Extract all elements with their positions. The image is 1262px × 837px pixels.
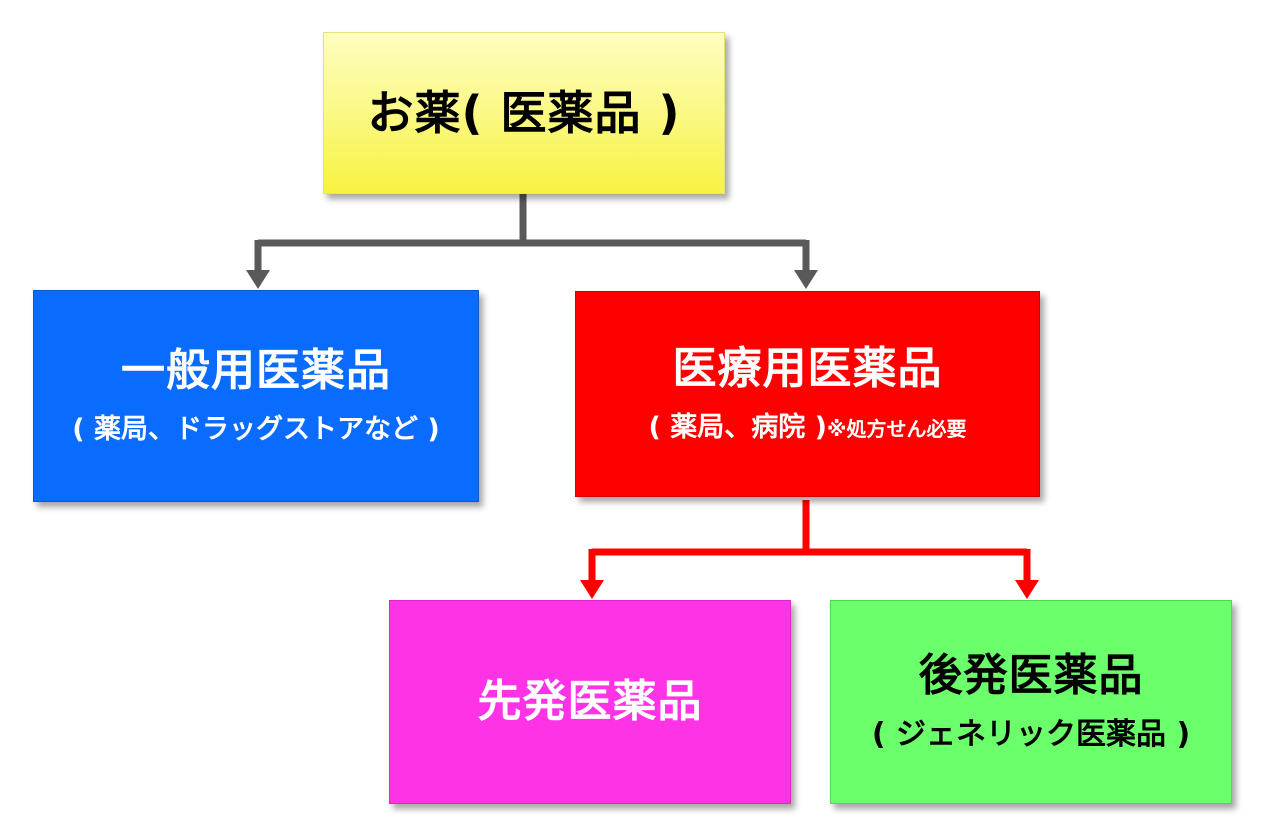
prescription-title: 医療用医薬品 — [672, 342, 943, 394]
generic-subtitle: ( ジェネリック医薬品 ) — [871, 717, 1191, 753]
arrow-head-otc — [246, 270, 270, 289]
prescription-subtitle-line: ( 薬局、病院 )※処方せん必要 — [649, 412, 967, 444]
brand-title: 先発医薬品 — [477, 675, 703, 727]
generic-title: 後発医薬品 — [918, 649, 1144, 701]
arrow-head-generic — [1015, 580, 1039, 599]
otc-box: 一般用医薬品 ( 薬局、ドラッグストアなど ) — [33, 290, 479, 502]
root-connector — [254, 194, 810, 272]
root-title: お薬( 医薬品 ) — [367, 85, 681, 140]
otc-subtitle: ( 薬局、ドラッグストアなど ) — [72, 414, 440, 446]
arrow-head-brand — [580, 580, 604, 599]
prescription-connector — [588, 500, 1031, 583]
generic-box: 後発医薬品 ( ジェネリック医薬品 ) — [830, 600, 1232, 804]
brand-box: 先発医薬品 — [389, 600, 791, 804]
arrow-head-prescription — [794, 270, 818, 289]
prescription-note: ※処方せん必要 — [827, 417, 967, 442]
otc-title: 一般用医薬品 — [121, 344, 391, 396]
prescription-subtitle: ( 薬局、病院 ) — [648, 412, 828, 444]
root-box: お薬( 医薬品 ) — [323, 32, 725, 194]
prescription-box: 医療用医薬品 ( 薬局、病院 )※処方せん必要 — [575, 291, 1040, 497]
